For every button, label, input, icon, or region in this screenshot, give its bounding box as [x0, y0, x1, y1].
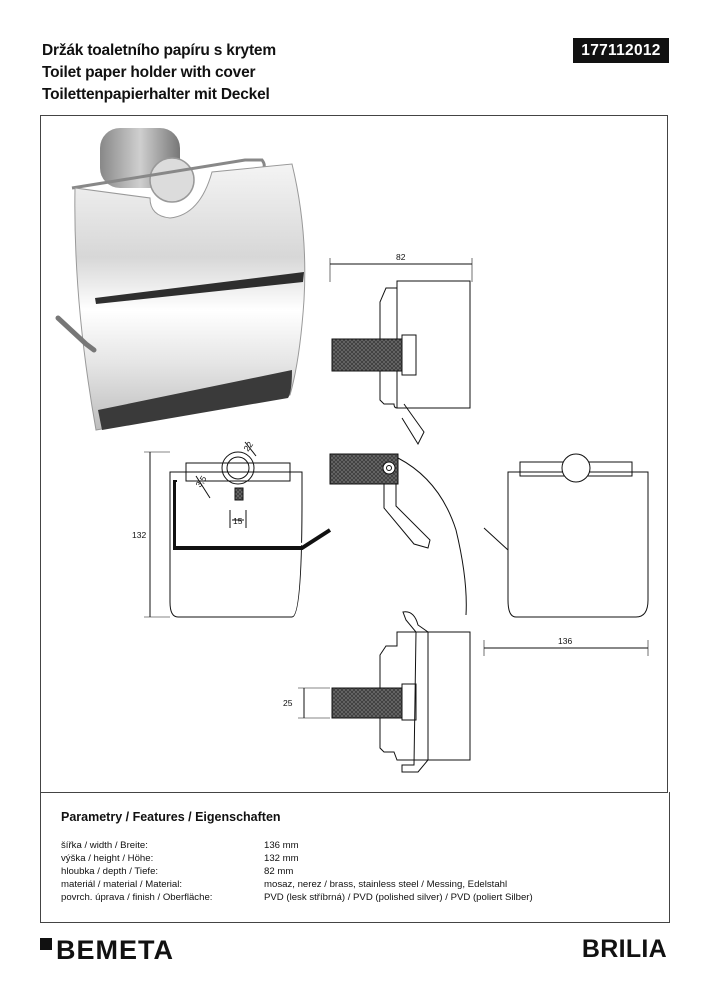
title-english: Toilet paper holder with cover [42, 64, 256, 81]
spec-label: šířka / width / Breite: [61, 840, 148, 851]
dim-detail-35: 3,5 [193, 474, 208, 490]
dim-depth-82: 82 [396, 252, 406, 262]
spec-value: mosaz, nerez / brass, stainless steel / … [264, 879, 508, 890]
spec-value: 82 mm [264, 866, 294, 877]
dim-width-136: 136 [558, 636, 572, 646]
brand-mark-icon [40, 938, 52, 950]
dim-detail-15: 15 [233, 516, 243, 526]
section-view-center [329, 453, 467, 616]
product-code: 177112012 [573, 38, 669, 63]
side-view-bottom [298, 611, 471, 773]
features-heading: Parametry / Features / Eigenschaften [61, 810, 281, 824]
side-view-top [329, 258, 473, 446]
spec-label: materiál / material / Material: [61, 879, 183, 890]
spec-label: výška / height / Höhe: [61, 853, 154, 864]
front-view-left [144, 441, 332, 618]
dim-height-132: 132 [132, 530, 146, 540]
spec-value: PVD (lesk stříbrná) / PVD (polished silv… [264, 892, 533, 903]
features-panel: Parametry / Features / Eigenschaften šíř… [40, 792, 670, 923]
brand-logo: BEMETA [40, 935, 174, 966]
dim-roll-25: 25 [283, 698, 293, 708]
product-line: BRILIA [581, 935, 667, 963]
spec-value: 132 mm [264, 853, 299, 864]
product-photo [55, 128, 306, 431]
title-block: Držák toaletního papíru s krytem Toilet … [42, 40, 276, 106]
dim-detail-22: 22 [241, 439, 255, 453]
drawing-frame [40, 115, 668, 793]
title-german: Toilettenpapierhalter mit Deckel [42, 86, 270, 103]
spec-value: 136 mm [264, 840, 299, 851]
spec-label: povrch. úprava / finish / Oberfläche: [61, 892, 213, 903]
title-czech: Držák toaletního papíru s krytem [42, 42, 276, 59]
brand-name: BEMETA [56, 935, 174, 965]
spec-label: hloubka / depth / Tiefe: [61, 866, 159, 877]
front-view-right [483, 453, 649, 656]
